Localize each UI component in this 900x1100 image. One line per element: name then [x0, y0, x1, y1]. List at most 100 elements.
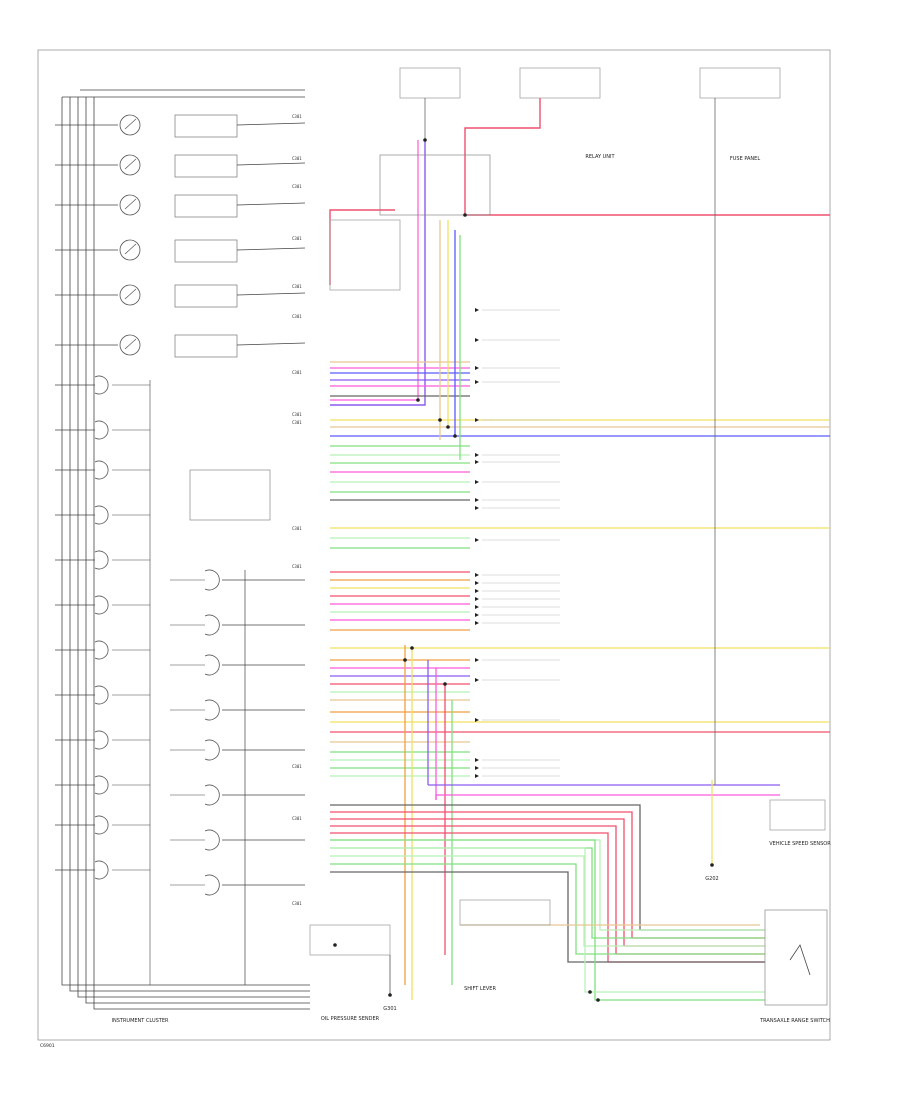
shift-lever-label: SHIFT LEVER — [464, 986, 496, 992]
indicator-lamp-icon — [94, 640, 109, 660]
pink-return-wire — [435, 794, 780, 800]
connector-arrow — [475, 418, 479, 422]
connector-arrow — [475, 308, 479, 312]
cluster-pin-label: C301 — [292, 564, 302, 569]
indicator-lamp-icon — [94, 595, 109, 615]
gauge-out-line — [236, 202, 306, 206]
red-branch-wire — [329, 209, 395, 285]
cluster-pin-label: C301 — [292, 370, 302, 375]
junction-dot — [588, 990, 592, 994]
ground-dot — [710, 863, 714, 867]
gauge-block — [174, 334, 238, 358]
connector-arrow — [475, 658, 479, 662]
indicator-lamp-icon — [204, 829, 220, 851]
connector-box — [379, 154, 491, 216]
junction-dot — [403, 658, 407, 662]
connector-arrow — [475, 498, 479, 502]
connector-arrow — [475, 538, 479, 542]
cluster-pin-label: C301 — [292, 901, 302, 906]
connector-arrow — [475, 605, 479, 609]
fuse-block — [519, 67, 601, 99]
cluster-pin-label: C301 — [292, 526, 302, 531]
transaxle-wire — [330, 825, 765, 955]
gauge-out-line — [236, 292, 306, 296]
switch-symbol — [789, 944, 811, 976]
indicator-lamp-icon — [204, 739, 220, 761]
indicator-lamp-icon — [94, 460, 109, 480]
connector-arrow — [475, 621, 479, 625]
gauge-symbol — [119, 114, 141, 136]
junction-dot — [453, 434, 457, 438]
pink-wire — [330, 140, 419, 401]
indicator-lamp-icon — [204, 784, 220, 806]
connector-arrow — [475, 613, 479, 617]
module-box — [329, 219, 401, 291]
gauge-needle — [124, 198, 137, 210]
connector-arrow — [475, 597, 479, 601]
cluster-pin-label: C301 — [292, 420, 302, 425]
gauge-block — [174, 284, 238, 308]
indicator-lamp-icon — [94, 420, 109, 440]
indicator-lamp-icon — [204, 874, 220, 896]
indicator-lamp-icon — [204, 654, 220, 676]
connector-arrow — [475, 366, 479, 370]
junction-dot — [410, 646, 414, 650]
connector-arrow — [475, 589, 479, 593]
junction-dot — [443, 682, 447, 686]
indicator-lamp-icon — [94, 775, 109, 795]
relay-box — [459, 899, 551, 926]
junction-dot — [446, 425, 450, 429]
cluster-pin-label: C301 — [292, 816, 302, 821]
junction-dot — [596, 998, 600, 1002]
gauge-needle — [124, 243, 137, 255]
gauge-symbol — [119, 284, 141, 306]
transaxle-wire — [330, 804, 765, 931]
ground-label-b: G202 — [705, 876, 718, 882]
cluster-pin-label: C301 — [292, 412, 302, 417]
gauge-needle — [124, 118, 137, 130]
junction-dot — [463, 213, 467, 217]
cluster-pin-label: C301 — [292, 184, 302, 189]
junction-dot — [423, 138, 427, 142]
connector-arrow — [475, 766, 479, 770]
transaxle-wire — [330, 832, 765, 963]
cluster-pin-label: C301 — [292, 156, 302, 161]
connector-arrow — [475, 380, 479, 384]
gauge-needle — [124, 158, 137, 170]
junction-dot — [438, 418, 442, 422]
connector-arrow — [475, 506, 479, 510]
oil-pressure-sender-label: OIL PRESSURE SENDER — [321, 1016, 380, 1022]
connector-arrow — [475, 338, 479, 342]
instrument-cluster-label: INSTRUMENT CLUSTER — [112, 1018, 170, 1024]
indicator-lamp-icon — [94, 375, 109, 395]
connector-arrow — [475, 678, 479, 682]
cluster-bus-line — [61, 97, 310, 986]
relay-unit-label: RELAY UNIT — [585, 154, 615, 160]
transaxle-wire — [330, 811, 765, 939]
gauge-out-line — [236, 122, 306, 126]
vehicle-speed-sensor-label: VEHICLE SPEED SENSOR — [769, 841, 831, 847]
indicator-lamp-icon — [94, 815, 109, 835]
gauge-block — [174, 239, 238, 263]
junction-dot — [333, 943, 337, 947]
transaxle-wire — [330, 847, 765, 993]
indicator-lamp-icon — [94, 860, 109, 880]
cluster-module-box — [189, 469, 271, 521]
gauge-block — [174, 194, 238, 218]
connector-arrow — [475, 460, 479, 464]
fuse-block — [399, 67, 461, 99]
gauge-block — [174, 154, 238, 178]
diagram-frame — [37, 49, 831, 1041]
connector-arrow — [475, 718, 479, 722]
shift-lever-box — [309, 924, 391, 956]
gauge-symbol — [119, 334, 141, 356]
cluster-bus-line — [77, 97, 310, 998]
transaxle-range-switch-box — [764, 909, 828, 1006]
indicator-lamp-icon — [94, 505, 109, 525]
connector-arrow — [475, 758, 479, 762]
gauge-symbol — [119, 154, 141, 176]
transaxle-wire — [330, 818, 765, 947]
connector-arrow — [475, 573, 479, 577]
fuse-panel-label: FUSE PANEL — [730, 156, 760, 162]
